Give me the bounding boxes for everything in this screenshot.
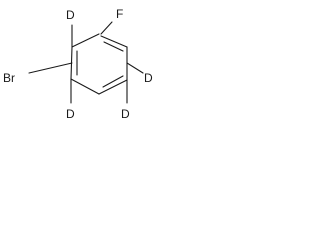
atom-label-bottom-left: D [66, 107, 75, 121]
atom-label-top-left: D [66, 8, 75, 22]
bond-ring-top-right-inner [103, 41, 124, 52]
bond-ring-bottom-right-inner [102, 75, 124, 88]
atom-label-right: D [144, 71, 153, 85]
bond-ring-top [71, 33, 100, 48]
atom-label-left: Br [3, 71, 15, 85]
bond-substituent-right [126, 62, 144, 74]
atom-label-top-right: F [116, 7, 123, 21]
molecule-diagram: D F D D D Br [0, 0, 182, 155]
molecule-structure-svg: D F D D D Br [3, 7, 153, 121]
bond-ring-bottom-right [98, 79, 128, 95]
bond-ring-bottom-left [70, 78, 100, 95]
bond-substituent-top-right [100, 21, 113, 35]
bond-ring-top-right [100, 35, 128, 48]
atom-label-bottom-right: D [121, 107, 130, 121]
bond-substituent-left [28, 62, 73, 74]
